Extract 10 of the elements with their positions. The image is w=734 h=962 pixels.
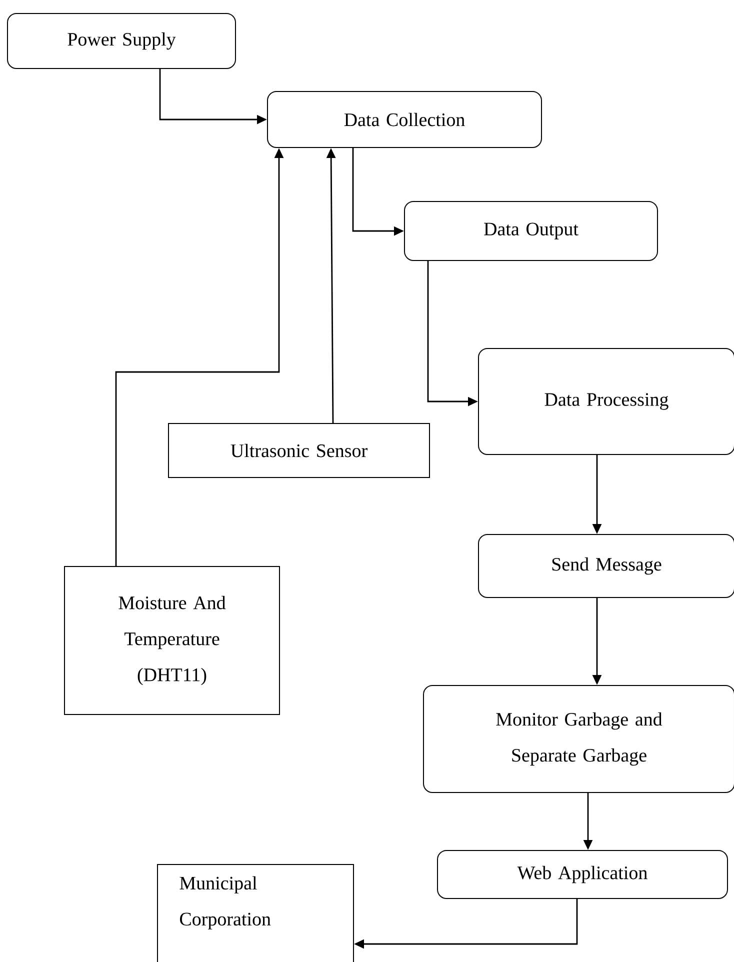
sensor-box: Ultrasonic Sensor: [168, 423, 430, 478]
process-box: Data Output: [404, 201, 658, 261]
process-box: Data Processing: [478, 348, 734, 455]
sensor-box: Moisture And Temperature (DHT11): [64, 566, 280, 715]
process-box: Monitor Garbage and Separate Garbage: [423, 685, 734, 793]
process-box: Send Message: [478, 534, 734, 598]
process-box: Data Collection: [267, 91, 542, 148]
process-box: Municipal Corporation: [157, 864, 354, 962]
process-box: Web Application: [437, 850, 728, 899]
process-box: Power Supply: [7, 13, 236, 70]
